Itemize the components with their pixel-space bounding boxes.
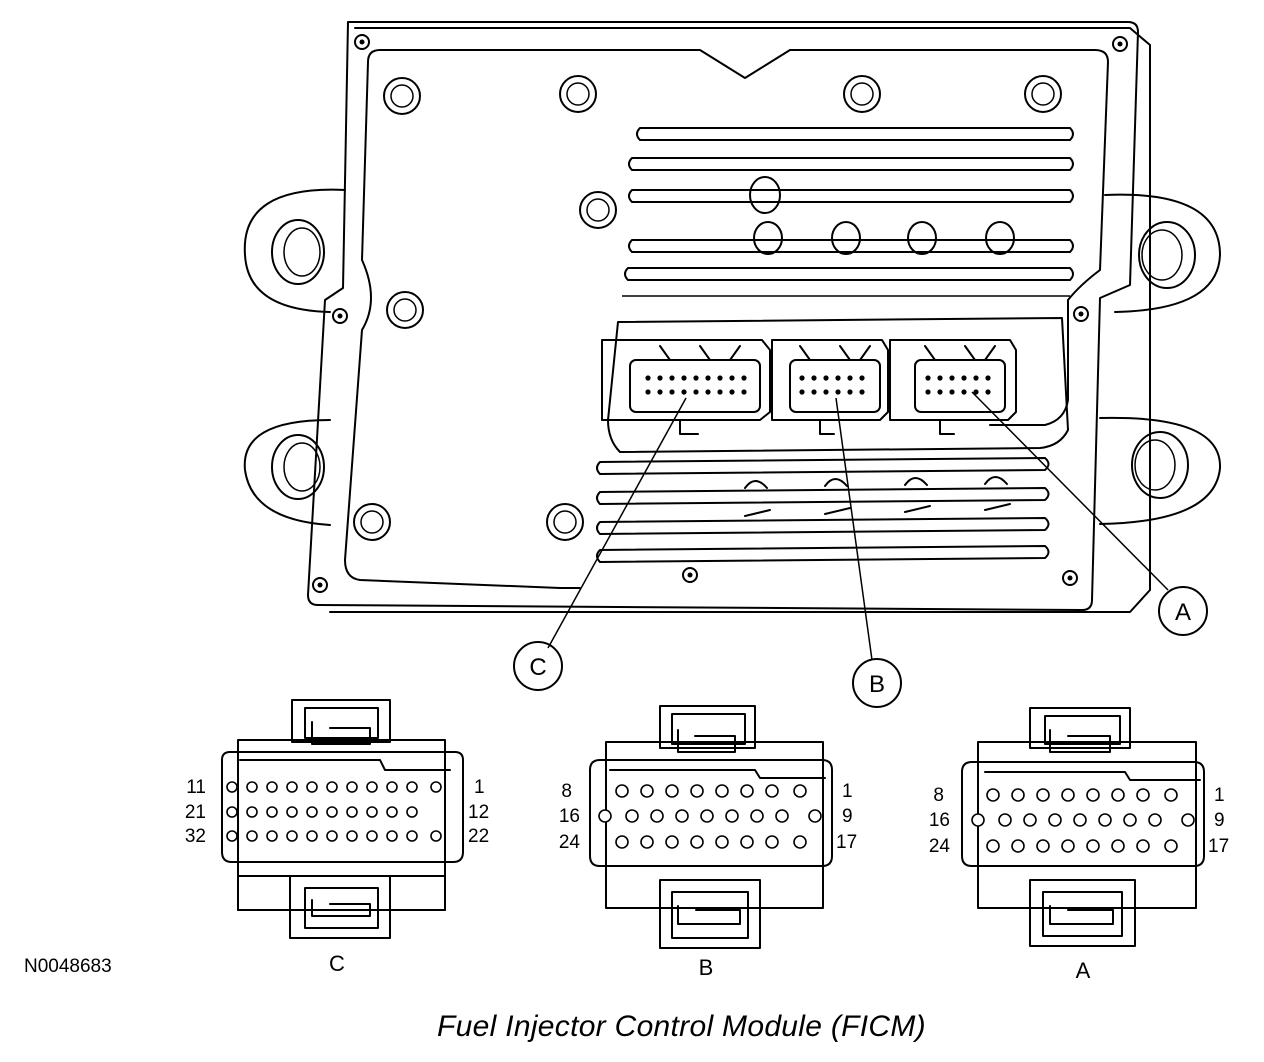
figure-id: N0048683 bbox=[24, 956, 112, 977]
callout-a: A bbox=[1158, 586, 1208, 636]
boss bbox=[559, 75, 597, 113]
connector-label: C bbox=[329, 951, 345, 976]
pin-number: 8 bbox=[561, 781, 572, 802]
pin-number: 9 bbox=[842, 806, 853, 827]
connector-face-c: 11 21 32 1 12 22 C bbox=[185, 699, 489, 976]
callout-b: B bbox=[852, 658, 902, 708]
svg-text:A: A bbox=[1175, 599, 1191, 626]
callout-leaders bbox=[547, 391, 1169, 661]
boss bbox=[579, 191, 617, 229]
boss bbox=[386, 291, 424, 329]
module-connector-pins-c bbox=[645, 375, 747, 395]
module-connector-pins-a bbox=[925, 375, 991, 395]
cooling-fins-upper bbox=[622, 127, 1074, 297]
pin-number: 24 bbox=[929, 836, 951, 857]
svg-text:B: B bbox=[869, 671, 885, 698]
pin-number: 22 bbox=[468, 826, 489, 847]
callout-c: C bbox=[513, 641, 563, 691]
screw bbox=[1112, 36, 1128, 52]
pin-number: 8 bbox=[933, 785, 944, 806]
cooling-fins-lower bbox=[596, 457, 1050, 563]
pin-number: 1 bbox=[474, 777, 485, 798]
connector-face-a: 8 16 24 1 9 17 A bbox=[929, 707, 1229, 983]
pin-number: 32 bbox=[185, 826, 206, 847]
screw bbox=[1073, 306, 1089, 322]
connector-label: B bbox=[699, 955, 714, 980]
module-housing bbox=[243, 21, 1222, 613]
module-connector-pins-b bbox=[799, 375, 865, 395]
pin-number: 9 bbox=[1214, 810, 1225, 831]
pin-number: 24 bbox=[559, 832, 581, 853]
screw bbox=[312, 577, 328, 593]
pin-number: 16 bbox=[559, 806, 580, 827]
boss bbox=[546, 503, 584, 541]
pin-number: 11 bbox=[186, 777, 206, 798]
boss bbox=[353, 503, 391, 541]
connector-b-pins bbox=[598, 784, 822, 849]
pin-number: 21 bbox=[185, 802, 206, 823]
connector-c-pins bbox=[226, 781, 442, 842]
connector-a-pins bbox=[971, 788, 1195, 853]
connector-bay bbox=[601, 317, 1069, 453]
screw bbox=[354, 34, 370, 50]
pin-number: 1 bbox=[842, 781, 853, 802]
boss bbox=[843, 75, 881, 113]
boss bbox=[383, 77, 421, 115]
connector-label: A bbox=[1076, 958, 1091, 983]
screw bbox=[332, 308, 348, 324]
pin-number: 12 bbox=[468, 802, 489, 823]
figure-caption: Fuel Injector Control Module (FICM) bbox=[437, 1010, 926, 1043]
screw bbox=[1062, 570, 1078, 586]
boss bbox=[1024, 75, 1062, 113]
screw bbox=[682, 567, 698, 583]
svg-text:C: C bbox=[529, 654, 546, 681]
pin-number: 17 bbox=[1208, 836, 1229, 857]
connector-face-b: 8 16 24 1 9 17 B bbox=[559, 705, 857, 980]
pin-number: 1 bbox=[1214, 785, 1225, 806]
pin-number: 17 bbox=[836, 832, 857, 853]
pin-number: 16 bbox=[929, 810, 950, 831]
